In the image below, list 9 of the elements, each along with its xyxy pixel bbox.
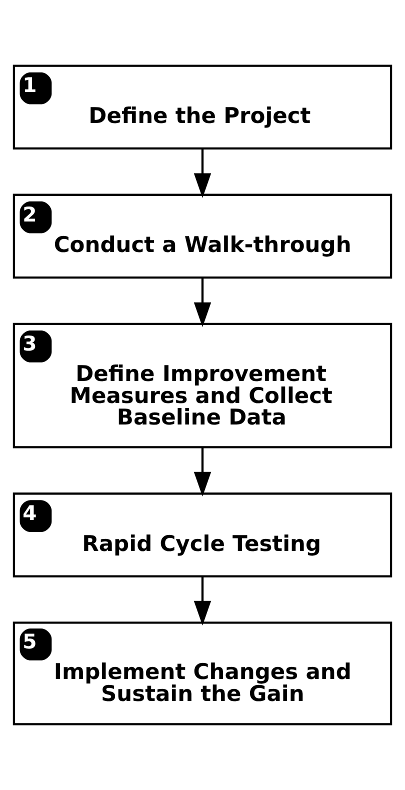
node-box: 1 Define the Project [12, 64, 392, 150]
arrow [194, 148, 212, 198]
arrow [194, 576, 212, 626]
arrow [194, 278, 212, 328]
node-box: 2 Conduct a Walk-through [12, 194, 392, 279]
node-box: 4 Rapid Cycle Testing [12, 492, 392, 578]
arrow [194, 447, 212, 497]
node-box: 5 Implement Changes and Sustain the Gain [12, 622, 392, 726]
node-box: 3 Define Improvement Measures and Collect Baseline Data [12, 322, 392, 448]
